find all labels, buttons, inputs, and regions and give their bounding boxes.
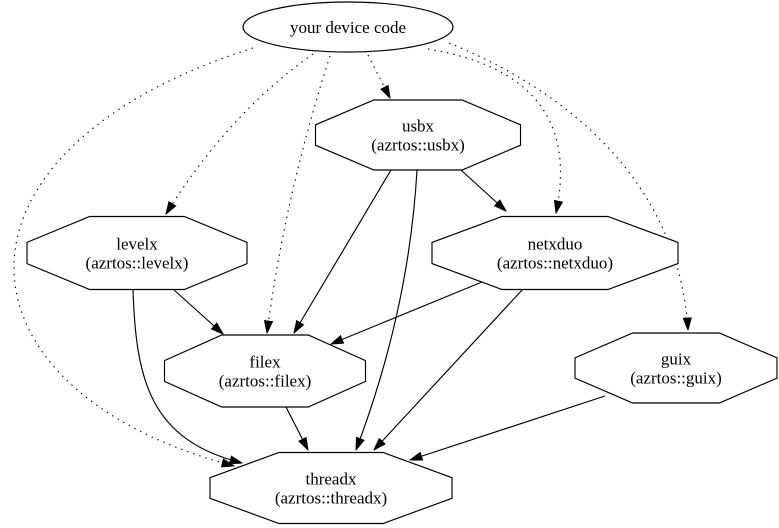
threadx-octagon-shape bbox=[209, 451, 453, 525]
node-usbx: usbx(azrtos::usbx) bbox=[314, 99, 522, 171]
levelx-octagon-shape bbox=[26, 215, 248, 291]
node-label-filex-line1: filex bbox=[249, 353, 281, 372]
node-label-threadx-line2: (azrtos::threadx) bbox=[275, 489, 387, 508]
node-label-levelx-line2: (azrtos::levelx) bbox=[86, 254, 189, 273]
node-filex: filex(azrtos::filex) bbox=[163, 334, 367, 408]
node-label-filex-line2: (azrtos::filex) bbox=[219, 372, 312, 391]
node-label-levelx-line1: levelx bbox=[116, 235, 158, 254]
edge-netxduo-filex bbox=[331, 281, 483, 344]
node-label-device-line1: your device code bbox=[290, 18, 406, 37]
edge-netxduo-threadx bbox=[374, 288, 524, 450]
filex-octagon-shape bbox=[163, 334, 367, 408]
node-guix: guix(azrtos::guix) bbox=[574, 332, 778, 404]
node-label-usbx-line2: (azrtos::usbx) bbox=[371, 136, 464, 155]
node-label-threadx-line1: threadx bbox=[306, 470, 357, 489]
edge-usbx-netxduo bbox=[460, 169, 506, 211]
edge-guix-threadx bbox=[410, 395, 606, 460]
edge-levelx-threadx bbox=[132, 289, 242, 463]
edge-device-usbx bbox=[367, 54, 390, 98]
device-ellipse-shape bbox=[242, 1, 454, 53]
node-label-guix-line2: (azrtos::guix) bbox=[630, 369, 722, 388]
edge-levelx-filex bbox=[173, 289, 223, 334]
node-threadx: threadx(azrtos::threadx) bbox=[209, 451, 453, 525]
guix-octagon-shape bbox=[574, 332, 778, 404]
node-label-netxduo-line2: (azrtos::netxduo) bbox=[497, 254, 613, 273]
node-label-guix-line1: guix bbox=[661, 350, 692, 369]
edge-device-filex bbox=[267, 55, 331, 333]
node-label-netxduo-line1: netxduo bbox=[528, 235, 583, 254]
node-netxduo: netxduo(azrtos::netxduo) bbox=[431, 215, 679, 291]
node-levelx: levelx(azrtos::levelx) bbox=[26, 215, 248, 291]
edge-usbx-threadx bbox=[356, 169, 418, 450]
netxduo-octagon-shape bbox=[431, 215, 679, 291]
edge-device-levelx bbox=[166, 53, 314, 214]
edge-usbx-filex bbox=[294, 169, 392, 333]
edge-filex-threadx bbox=[285, 406, 308, 450]
usbx-octagon-shape bbox=[314, 99, 522, 171]
node-device: your device code bbox=[242, 1, 454, 53]
node-label-usbx-line1: usbx bbox=[402, 117, 435, 136]
